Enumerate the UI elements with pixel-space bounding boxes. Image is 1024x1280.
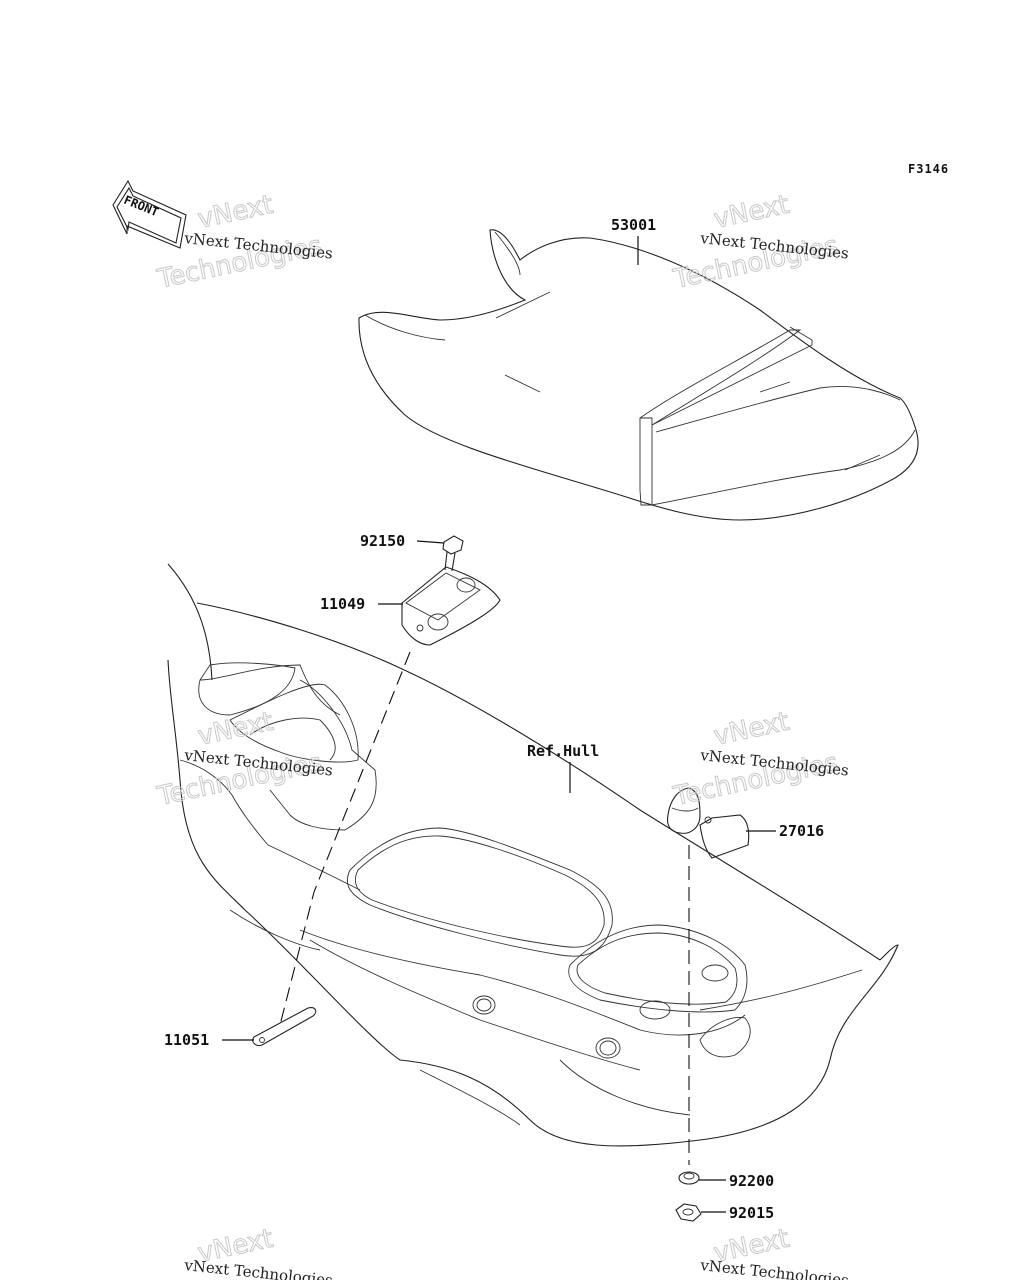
washer-drawing bbox=[678, 1171, 700, 1185]
label-92150: 92150 bbox=[360, 532, 405, 550]
seat-drawing bbox=[358, 229, 919, 521]
hull-drawing bbox=[167, 563, 899, 1147]
label-11051: 11051 bbox=[164, 1031, 209, 1049]
front-label: FRONT bbox=[122, 193, 161, 220]
watermark-large-top: vNext bbox=[711, 190, 792, 235]
watermark-bottom-right: vNext vNext Technologies bbox=[699, 1223, 850, 1280]
front-arrow-icon: FRONT bbox=[112, 179, 187, 249]
cover-drawing bbox=[666, 787, 750, 859]
watermark-small: vNext Technologies bbox=[183, 1256, 334, 1280]
watermark-large-top: vNext bbox=[711, 707, 792, 752]
watermark-small: vNext Technologies bbox=[699, 1256, 850, 1280]
watermark-mid-left: vNext Technologies vNext Technologies bbox=[154, 706, 334, 812]
strap-drawing bbox=[252, 1007, 317, 1046]
label-92015: 92015 bbox=[729, 1204, 774, 1222]
nut-drawing bbox=[675, 1203, 702, 1222]
watermark-mid-right: vNext Technologies vNext Technologies bbox=[670, 706, 850, 812]
label-ref-hull: Ref.Hull bbox=[527, 742, 599, 760]
label-27016: 27016 bbox=[779, 822, 824, 840]
figure-code: F3146 bbox=[908, 162, 949, 176]
watermark-bottom-left: vNext vNext Technologies bbox=[183, 1223, 334, 1280]
bolt-leader bbox=[416, 540, 445, 544]
label-53001: 53001 bbox=[611, 216, 656, 234]
bracket-drawing bbox=[401, 566, 501, 646]
label-92200: 92200 bbox=[729, 1172, 774, 1190]
watermark-top-right: vNext Technologies vNext Technologies bbox=[670, 189, 850, 295]
watermark-large-top: vNext bbox=[195, 190, 276, 235]
strap-assembly-line bbox=[279, 651, 411, 1026]
bolt-drawing bbox=[442, 535, 464, 572]
label-11049: 11049 bbox=[320, 595, 365, 613]
